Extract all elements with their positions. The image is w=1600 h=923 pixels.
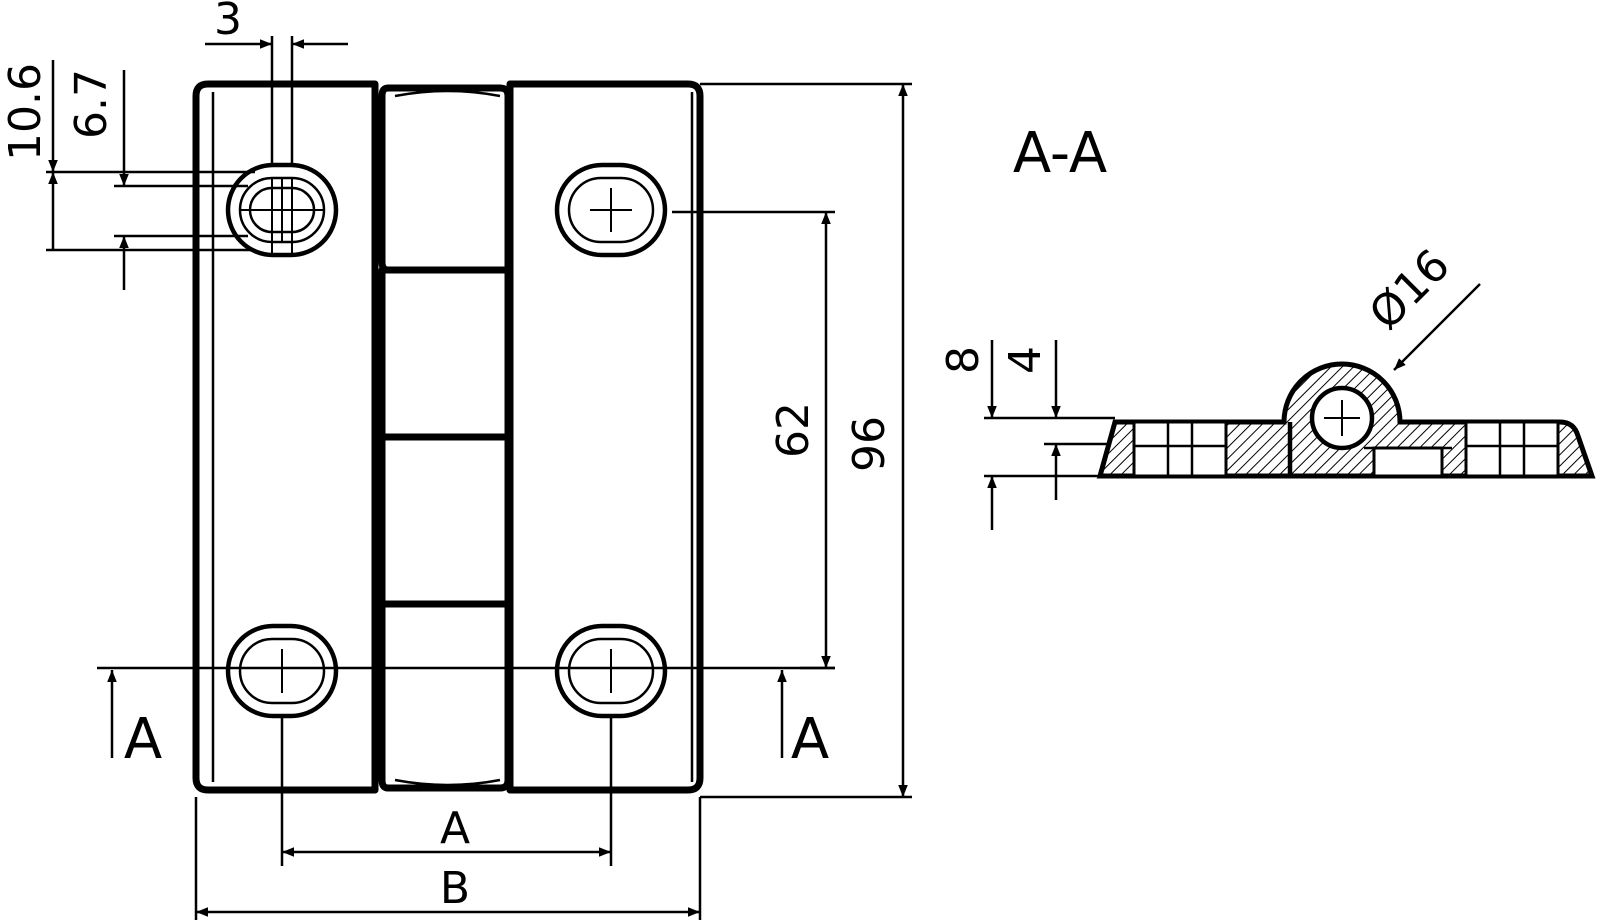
dimensions: 3 10.6 6.7 62 96 A B <box>0 0 912 920</box>
section-hole-mid <box>1364 446 1452 478</box>
section-marker-left-label: A <box>124 707 162 772</box>
mounting-hole-top-left <box>225 162 339 258</box>
dim-slot-width: 3 <box>214 0 242 45</box>
section-marker-right-label: A <box>791 707 829 772</box>
section-hole-right <box>1464 420 1560 478</box>
section-title: A-A <box>1013 121 1107 186</box>
section-view: A-A 8 <box>938 121 1596 530</box>
section-marker-right: A <box>777 670 829 772</box>
dim-slot-length-inner: 6.7 <box>66 69 117 139</box>
dim-knuckle-diameter: Ø16 <box>1360 240 1460 340</box>
dim-slot-length-outer: 10.6 <box>0 63 51 161</box>
knuckle-segments <box>378 84 512 792</box>
left-leaf-outline <box>192 80 379 794</box>
dim-hole-pitch: 62 <box>768 402 819 458</box>
mounting-hole-bottom-left <box>225 623 339 719</box>
section-hole-left <box>1132 420 1228 478</box>
dim-plate-thickness: 4 <box>1000 346 1051 374</box>
dim-hole-spacing: A <box>440 803 470 854</box>
dim-overall-height: 96 <box>844 416 895 472</box>
front-view <box>97 80 835 794</box>
section-marker-left: A <box>107 670 162 772</box>
right-leaf-outline <box>506 80 704 794</box>
dim-overall-width: B <box>440 863 470 914</box>
mounting-hole-bottom-right <box>554 623 668 719</box>
mounting-hole-top-right <box>554 162 668 258</box>
dim-leaf-thickness: 8 <box>938 346 989 374</box>
